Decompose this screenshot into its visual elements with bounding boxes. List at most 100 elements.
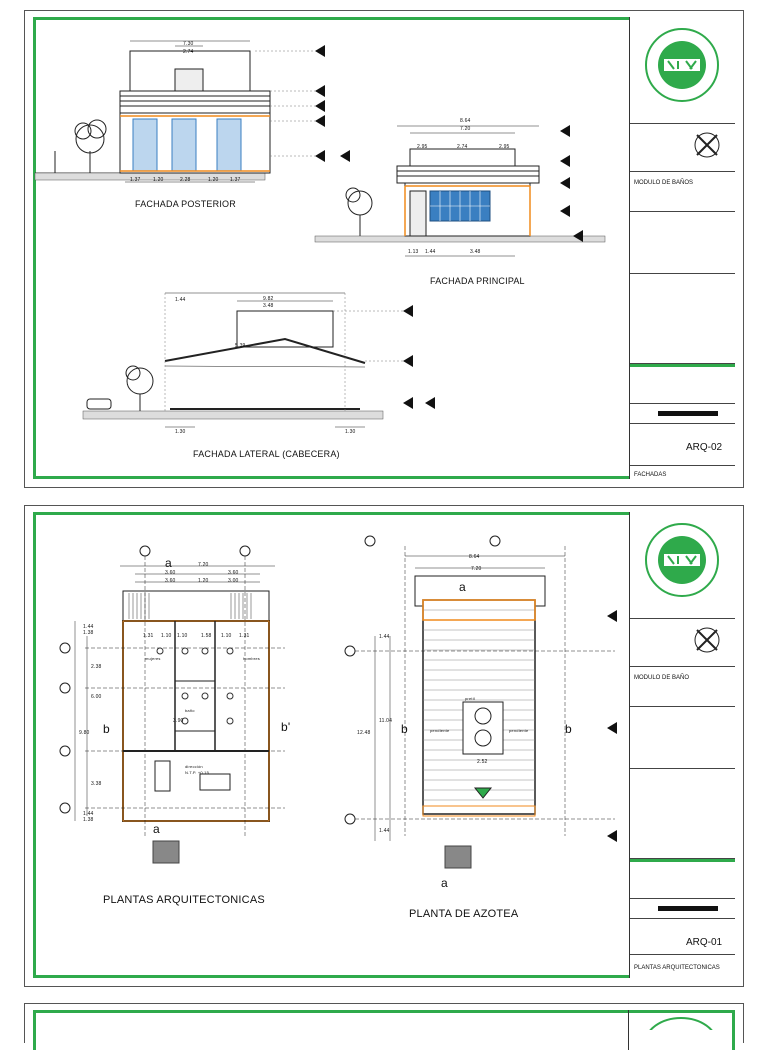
dim-principal: 8.64	[460, 118, 471, 124]
dim-principal: 1.44	[425, 249, 436, 255]
dim-plan: 3.60	[228, 570, 239, 576]
dim-plan: 1.38	[83, 630, 94, 636]
dim-plan: 1.10	[161, 633, 172, 639]
dim-plan: 1.44	[83, 811, 94, 817]
section-mark: b'	[281, 720, 291, 734]
dim-roof: 11.04	[379, 718, 393, 724]
tb-notes	[630, 211, 735, 273]
title-block	[628, 1010, 735, 1050]
section-mark: a	[441, 876, 448, 890]
dim-plan: 3.90	[173, 718, 184, 724]
dim-plan: 1.31	[239, 633, 250, 639]
dim-roof: 8.64	[469, 554, 480, 560]
sheet-name: PLANTAS ARQUITECTONICAS	[634, 965, 720, 971]
title-block: MODULO DE BAÑOS ARQ-02 FACHADAS	[629, 17, 735, 479]
roof-label: pretil	[465, 696, 475, 701]
title-fachada-lateral: FACHADA LATERAL (CABECERA)	[193, 449, 340, 459]
section-mark: b	[401, 722, 408, 736]
tb-project: MODULO DE BAÑO	[630, 666, 735, 706]
sheet-code: ARQ-01	[686, 937, 723, 948]
section-mark: b	[103, 722, 110, 736]
sheet-fachadas: 7.30 2.74 1.37 1.20 2.28 1.20 1.37 8.64 …	[24, 10, 744, 488]
tb-symbology	[630, 273, 735, 363]
tb-symbology	[630, 768, 735, 858]
university-logo-icon	[649, 1017, 713, 1030]
tb-scale	[630, 898, 735, 918]
title-block: MODULO DE BAÑO ARQ-01 PLANTAS ARQUITECTO…	[629, 512, 735, 978]
dim-plan: 3.38	[91, 781, 102, 787]
dim-roof: 12.48	[357, 730, 371, 736]
dim-plan: 1.20	[198, 578, 209, 584]
dim-principal: 2.74	[457, 144, 468, 150]
tb-sheet-code: ARQ-01	[630, 918, 735, 954]
plans-drawing	[59, 535, 617, 869]
dim-lateral: 3.48	[263, 303, 274, 309]
scale-bar	[658, 906, 718, 911]
planta-arquitectonica-drawing	[59, 545, 285, 864]
tb-sheet-name: PLANTAS ARQUITECTONICAS	[630, 954, 735, 978]
sheet-plantas: 7.20 3.60 3.60 3.60 1.20 3.00 1.31 1.10 …	[24, 505, 744, 987]
dim-principal: 3.48	[470, 249, 481, 255]
title-plantas-arquitectonicas: PLANTAS ARQUITECTONICAS	[103, 894, 265, 906]
dim-posterior: 2.74	[183, 49, 194, 55]
section-mark: b	[565, 722, 572, 736]
dim-principal: 2.95	[417, 144, 428, 150]
dim-lateral: 1.30	[345, 429, 356, 435]
tb-credits	[630, 858, 735, 898]
title-fachada-posterior: FACHADA POSTERIOR	[135, 199, 236, 209]
scale-bar	[658, 411, 718, 416]
dim-plan: 3.60	[165, 570, 176, 576]
dim-lateral: 1.44	[175, 297, 186, 303]
section-mark: a	[459, 580, 466, 594]
dim-posterior: 1.20	[153, 177, 164, 183]
planta-azotea-drawing	[344, 535, 617, 869]
dim-posterior: 1.37	[130, 177, 141, 183]
dim-posterior: 1.20	[208, 177, 219, 183]
dim-principal: 2.95	[499, 144, 510, 150]
sheet-next	[24, 1003, 744, 1050]
dim-lateral: 9.82	[263, 296, 274, 302]
project-name: MODULO DE BAÑO	[634, 675, 690, 681]
dim-posterior: 7.30	[183, 41, 194, 47]
room-label: dirección	[185, 764, 203, 769]
section-mark: a	[153, 822, 160, 836]
dim-plan: 7.20	[198, 562, 209, 568]
dim-roof: 7.20	[471, 566, 482, 572]
tb-notes	[630, 706, 735, 768]
dim-plan: 1.38	[83, 817, 94, 823]
section-mark: a	[165, 556, 172, 570]
tb-sheet-name: FACHADAS	[630, 465, 735, 479]
dim-roof: 1.44	[379, 634, 390, 640]
dim-plan: 6.00	[91, 694, 102, 700]
dim-roof: 1.44	[379, 828, 390, 834]
fachada-principal-drawing	[314, 125, 606, 257]
dim-principal: 7.20	[460, 126, 471, 132]
roof-label: pendiente	[430, 728, 450, 733]
dim-plan: 1.44	[83, 624, 94, 630]
university-logo-icon	[645, 28, 719, 102]
dim-plan: 1.58	[201, 633, 212, 639]
room-label: hombres	[243, 656, 260, 661]
tb-location	[630, 123, 735, 171]
title-planta-azotea: PLANTA DE AZOTEA	[409, 908, 519, 920]
dim-principal: 1.13	[408, 249, 419, 255]
tb-credits	[630, 363, 735, 403]
dim-lateral: 1.30	[175, 429, 186, 435]
sheet-name: FACHADAS	[634, 472, 667, 478]
dim-posterior: 2.28	[180, 177, 191, 183]
fachada-lateral-drawing	[82, 292, 435, 428]
tb-location	[630, 618, 735, 666]
dim-plan: 1.10	[221, 633, 232, 639]
dim-plan: 2.38	[91, 664, 102, 670]
tb-sheet-code: ARQ-02	[630, 423, 735, 459]
room-label: mujeres	[145, 656, 161, 661]
university-logo-icon	[645, 523, 719, 597]
dim-plan: 9.80	[79, 730, 90, 736]
elevations-drawing	[34, 40, 606, 428]
tb-scale	[630, 403, 735, 423]
dim-roof: 2.52	[477, 759, 488, 765]
room-label: baño	[185, 708, 195, 713]
tb-project: MODULO DE BAÑOS	[630, 171, 735, 211]
room-label: N.T.P. +0.15	[185, 770, 210, 775]
dim-lateral: 5.39	[235, 343, 246, 349]
